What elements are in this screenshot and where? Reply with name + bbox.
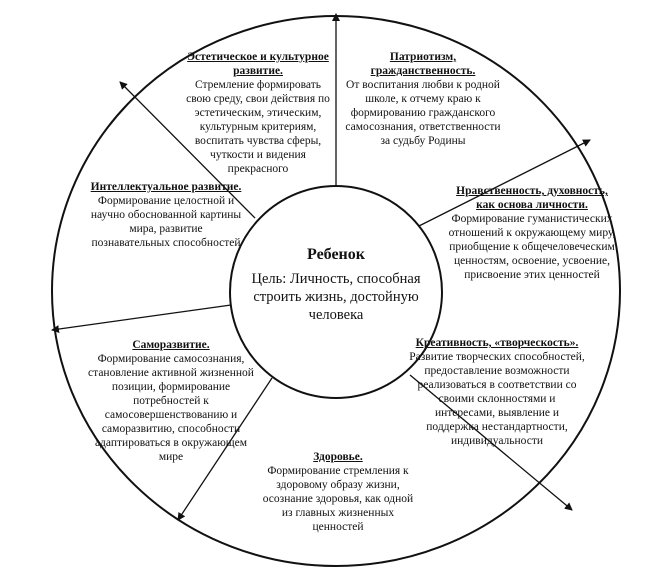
sector-description: Формирование целостной и научно обоснова… xyxy=(90,195,242,250)
sector-title: Патриотизм, гражданственность. xyxy=(370,51,476,78)
sector-title: Эстетическое и культурное развитие. xyxy=(187,51,329,78)
sector-morality: Нравственность, духовность, как основа л… xyxy=(448,184,616,282)
center-goal: Цель: Личность, способная строить жизнь,… xyxy=(251,271,421,324)
sector-description: Развитие творческих способностей, предос… xyxy=(409,351,585,448)
divider-arrow xyxy=(414,139,591,229)
sector-title: Здоровье. xyxy=(313,451,363,463)
center-label: Ребенок Цель: Личность, способная строит… xyxy=(246,246,426,324)
sector-title: Креативность, «творческость». xyxy=(415,337,579,349)
divider-arrow xyxy=(119,81,256,219)
center-circle xyxy=(229,185,443,399)
sector-title: Интеллектуальное развитие. xyxy=(90,181,242,193)
sector-creativity: Креативность, «творческость». Развитие т… xyxy=(408,336,586,448)
divider-arrow xyxy=(51,304,232,333)
divider-arrow xyxy=(177,377,273,521)
sector-patriotism: Патриотизм, гражданственность. От воспит… xyxy=(343,50,503,148)
sector-description: От воспитания любви к родной школе, к от… xyxy=(345,79,501,148)
sector-description: Формирование стремления к здоровому обра… xyxy=(262,465,414,534)
center-title: Ребенок xyxy=(307,246,365,263)
divider-arrow xyxy=(409,374,573,511)
sector-title: Саморазвитие. xyxy=(132,339,210,351)
sector-aesthetic: Эстетическое и культурное развитие. Стре… xyxy=(183,50,333,176)
sector-description: Формирование самосознания, становление а… xyxy=(88,353,254,464)
sector-intellectual: Интеллектуальное развитие. Формирование … xyxy=(90,180,242,250)
sector-description: Формирование гуманистических отношений к… xyxy=(448,213,616,282)
sector-description: Стремление формировать свою среду, свои … xyxy=(186,79,330,176)
spokes xyxy=(51,13,591,521)
sector-title: Нравственность, духовность, как основа л… xyxy=(456,185,608,212)
sector-self-development: Саморазвитие. Формирование самосознания,… xyxy=(83,338,259,464)
sector-health: Здоровье. Формирование стремления к здор… xyxy=(262,450,414,534)
